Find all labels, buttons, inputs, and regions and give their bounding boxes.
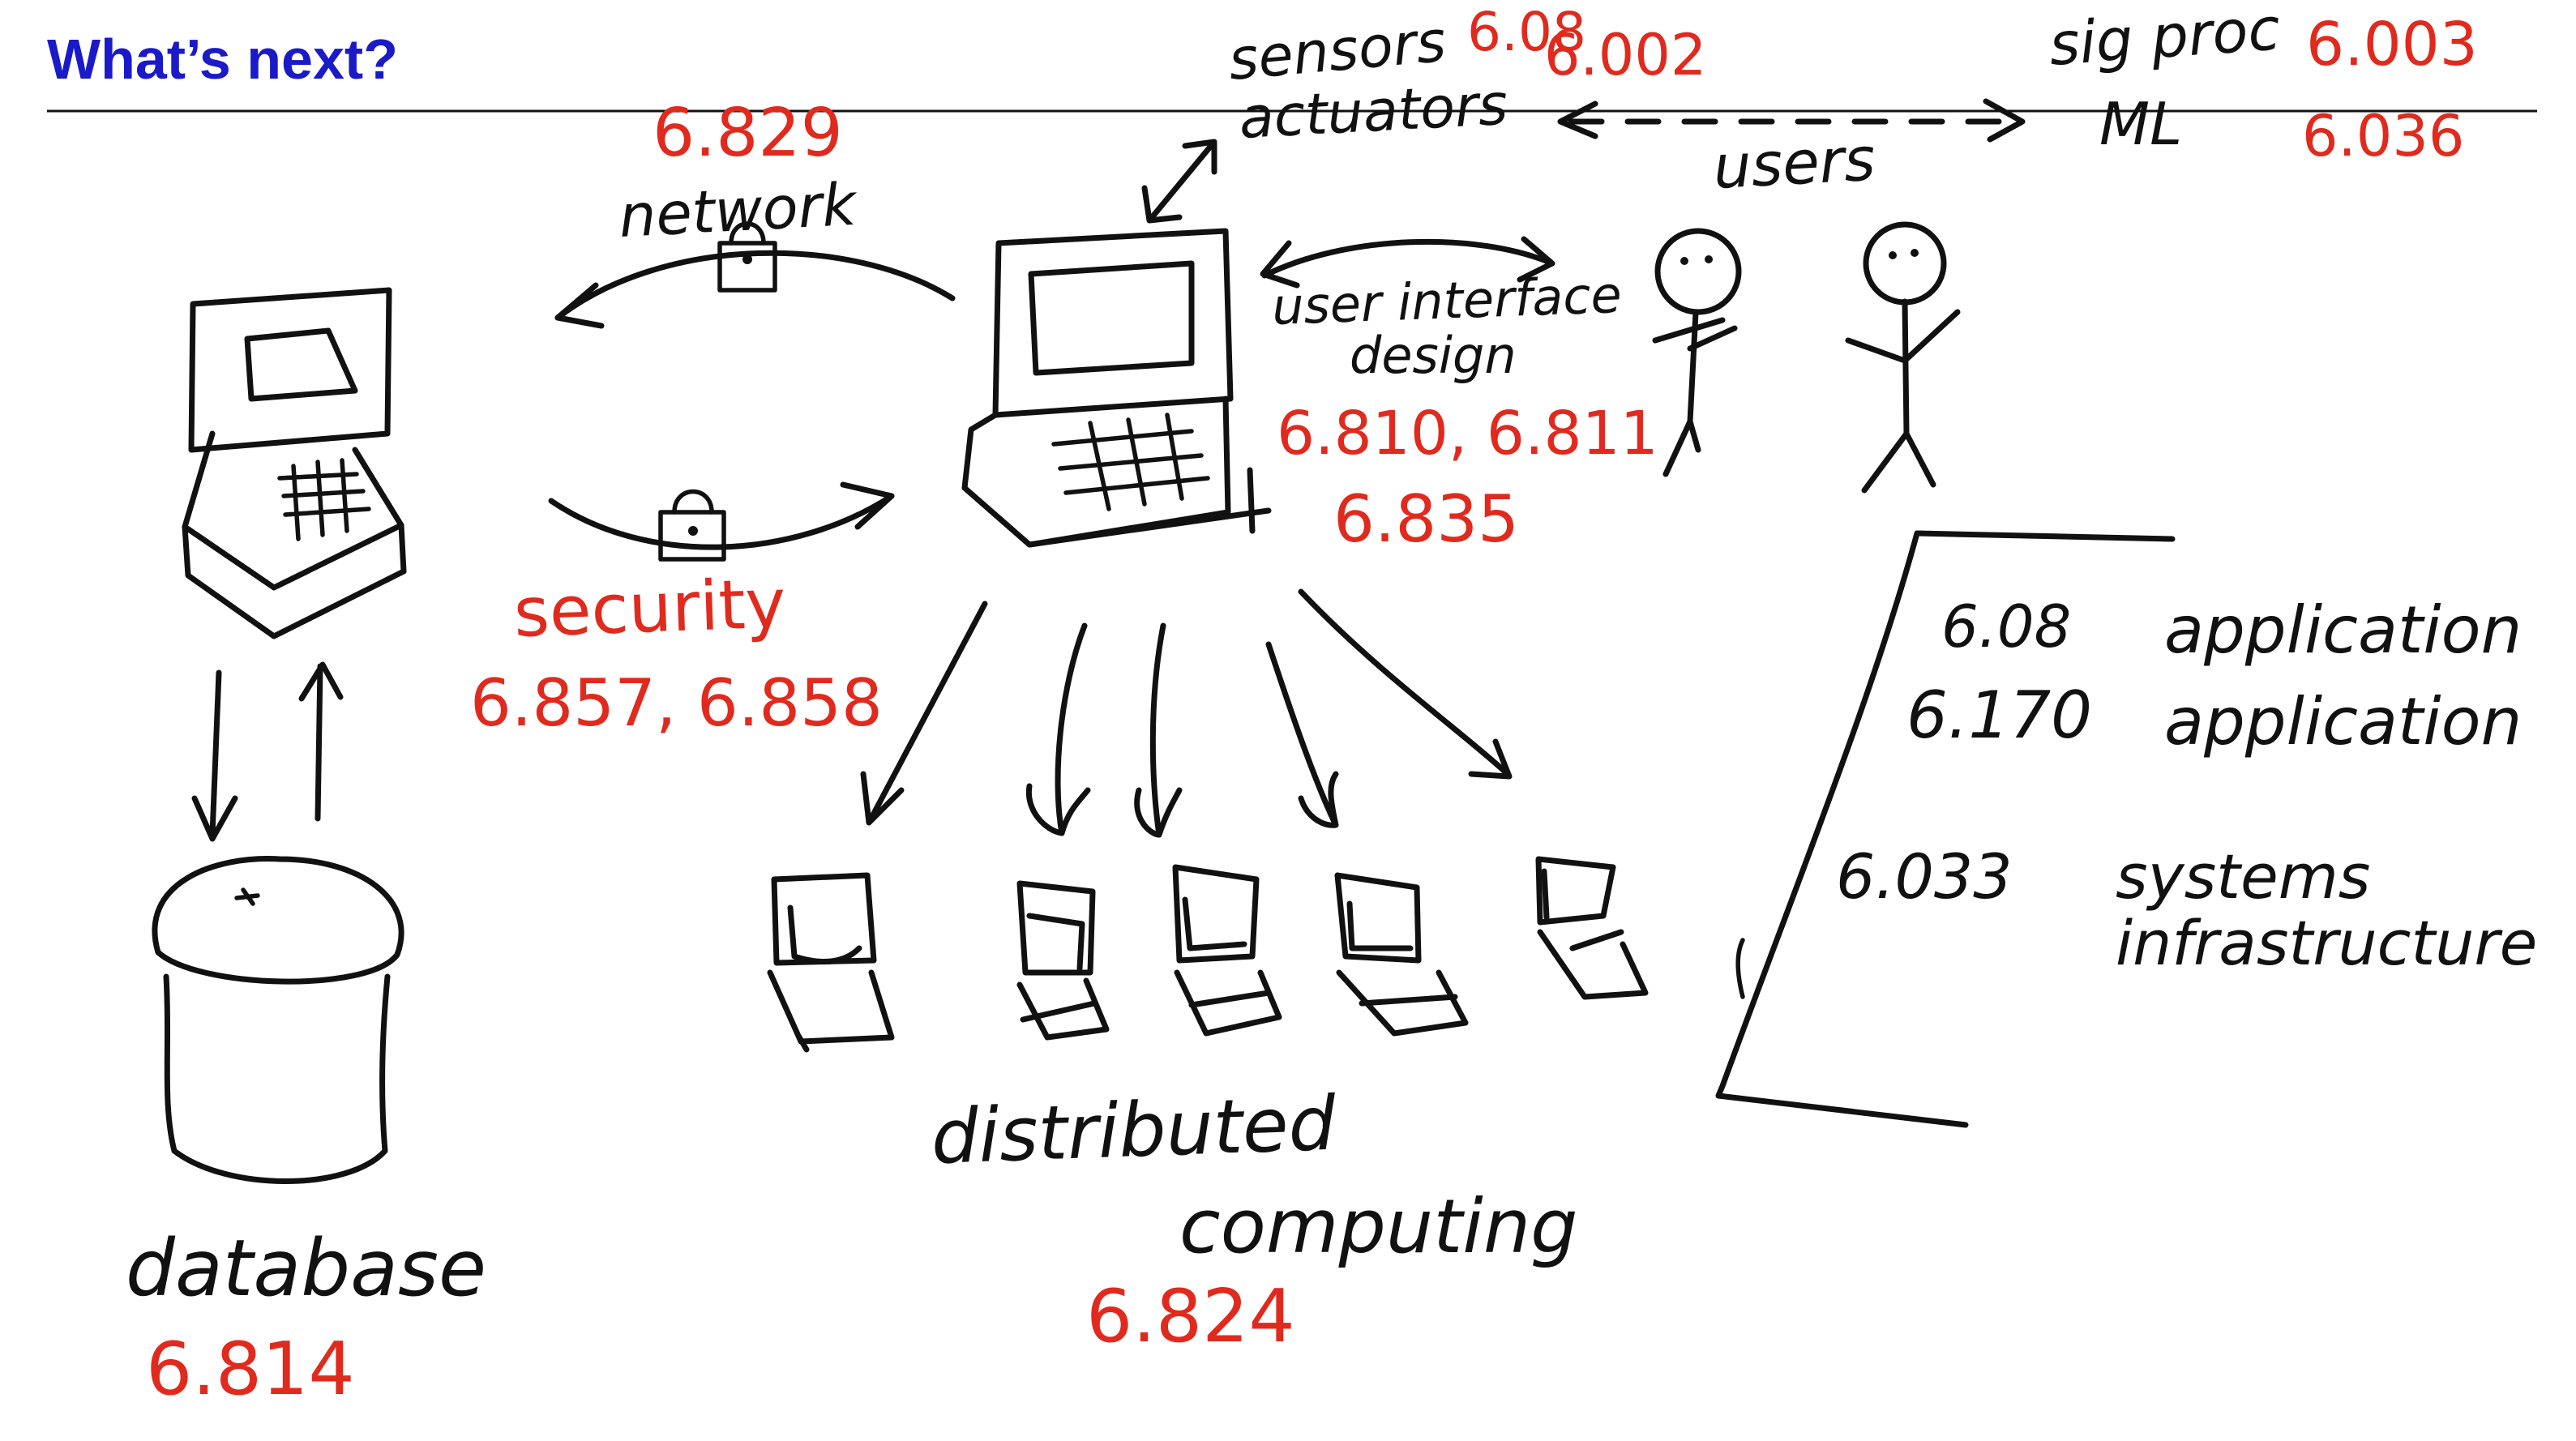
laptop-sketch xyxy=(961,228,1272,548)
sig-proc-label: sig proc xyxy=(2047,0,2282,79)
distributed-course-number: 6.824 xyxy=(1086,1274,1295,1359)
users-label: users xyxy=(1711,125,1876,203)
arrow-up-from-database xyxy=(298,661,344,822)
distributed-computer-3 xyxy=(1172,864,1282,1037)
sensors-double-arrow xyxy=(1141,139,1217,224)
security-course-numbers: 6.857, 6.858 xyxy=(470,665,883,741)
ui-design-label-line1: user interface xyxy=(1271,265,1623,336)
network-label: network xyxy=(617,170,860,250)
security-label: security xyxy=(512,563,787,652)
distributed-computer-1 xyxy=(767,872,895,1053)
distributed-computer-4 xyxy=(1334,872,1469,1037)
sensors-course-b: 6.002 xyxy=(1544,22,1706,88)
actuators-label: actuators xyxy=(1238,71,1509,152)
course-label-1: application xyxy=(2164,592,2522,668)
network-course-number: 6.829 xyxy=(653,95,843,172)
distributed-computer-5 xyxy=(1535,856,1649,1000)
ml-label: ML xyxy=(2099,90,2182,158)
database-label: database xyxy=(126,1223,486,1314)
ml-course-number: 6.036 xyxy=(2302,103,2464,169)
course-number-1: 6.08 xyxy=(1941,592,2071,661)
security-arrow xyxy=(548,481,895,562)
distributed-computer-2 xyxy=(1016,880,1110,1041)
user-figure-2 xyxy=(1845,221,1961,494)
computing-label: computing xyxy=(1179,1183,1578,1270)
ui-course-numbers-line1: 6.810, 6.811 xyxy=(1277,399,1658,468)
server-computer-sketch xyxy=(182,287,407,639)
slide-title: What’s next? xyxy=(47,28,398,91)
ui-double-arrow xyxy=(1260,236,1555,289)
ui-course-numbers-line2: 6.835 xyxy=(1333,481,1519,557)
course-label-3a: systems xyxy=(2116,840,2370,913)
course-label-2: application xyxy=(2164,684,2522,759)
arrow-down-to-database xyxy=(191,669,238,842)
network-arrow xyxy=(554,221,956,329)
course-bracket xyxy=(1715,530,2176,1128)
course-number-2: 6.170 xyxy=(1906,678,2092,753)
user-figure-1 xyxy=(1652,228,1742,477)
database-course-number: 6.814 xyxy=(146,1327,355,1412)
course-number-3: 6.033 xyxy=(1836,840,2013,913)
distribution-arrows xyxy=(860,588,1513,838)
database-cylinder-sketch xyxy=(152,856,404,1184)
distributed-label: distributed xyxy=(930,1080,1337,1181)
sig-proc-course-number: 6.003 xyxy=(2306,10,2478,79)
ui-design-label-line2: design xyxy=(1350,326,1517,385)
sensors-course-a: 6.08 xyxy=(1467,1,1586,63)
course-label-3b: infrastructure xyxy=(2116,907,2537,979)
